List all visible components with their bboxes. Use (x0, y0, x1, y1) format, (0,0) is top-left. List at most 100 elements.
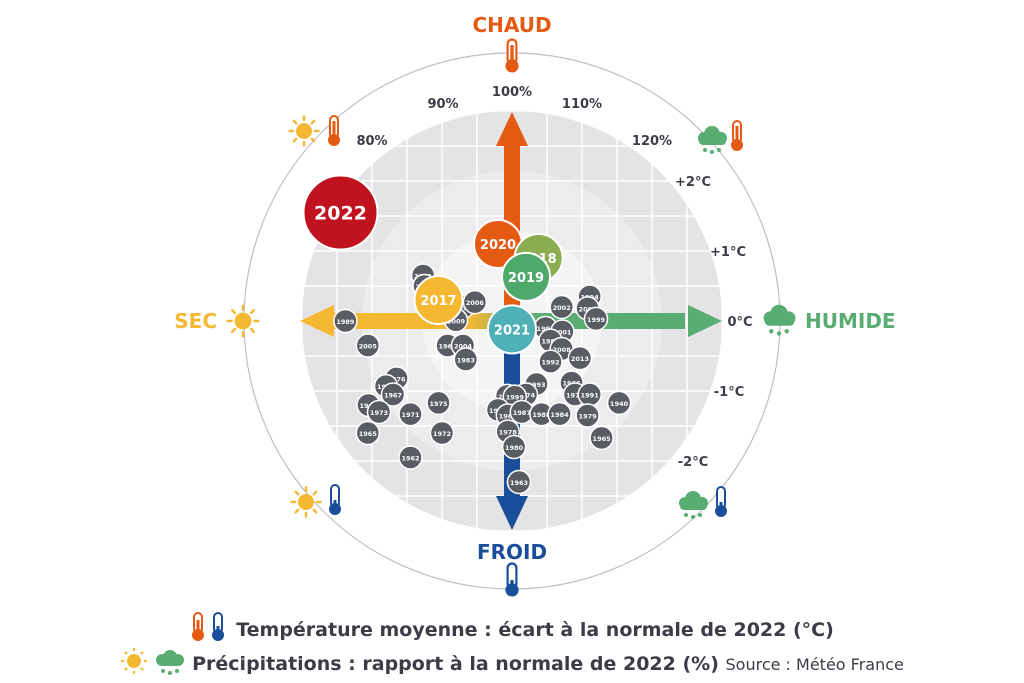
year-point-dot (380, 382, 406, 407)
year-point: 1962 (398, 445, 423, 470)
rain-cloud-icon (698, 126, 727, 154)
highlight-point-label: 2020 (480, 238, 516, 253)
year-point-label: 1995 (537, 325, 556, 333)
year-point-label: 1972 (433, 430, 451, 438)
sun-ray (310, 137, 316, 143)
year-point-label: 1999 (506, 394, 525, 402)
highlight-point-label: 2019 (508, 271, 544, 286)
highlight-point: 2021 (487, 304, 537, 355)
year-point: 1940 (606, 390, 632, 416)
year-point-label: 1983 (457, 357, 475, 365)
year-point-label: 2000 (579, 305, 598, 313)
year-point: 1975 (426, 390, 451, 416)
thermometer-level (735, 126, 739, 144)
thermometer-level (510, 45, 514, 65)
arrow-head-left (300, 305, 334, 337)
year-point: 1992 (538, 349, 563, 374)
year-point-label: 1991 (581, 392, 600, 400)
year-point-dot (501, 434, 527, 460)
year-point-dot (453, 347, 479, 372)
highlight-point: 2017 (413, 275, 464, 325)
rain-drop (691, 515, 695, 519)
year-point: 2005 (355, 333, 381, 358)
y-tick-label: +1°C (710, 245, 746, 260)
x-tick-label: 120% (632, 134, 672, 149)
year-point-label: 1980 (505, 444, 524, 452)
thermometer-icon (715, 486, 727, 517)
y-tick-label: 0°C (727, 315, 752, 330)
thermometer-bulb (505, 583, 519, 597)
year-point: 1972 (429, 420, 455, 446)
legend-precipitation-label: Précipitations : rapport à la normale de… (192, 653, 719, 675)
corner-icons (226, 38, 796, 597)
rain-drop (769, 329, 774, 334)
year-point-label: 1965 (593, 435, 612, 443)
year-point-label: 2008 (553, 346, 572, 354)
year-point-label: 1989 (336, 318, 355, 326)
thermometer-level (332, 121, 336, 139)
y-tick-label: +2°C (675, 175, 711, 190)
highlight-point-dot (302, 174, 379, 251)
year-point: 1963 (506, 469, 532, 495)
year-point-dot (575, 403, 600, 428)
year-point-label: 2006 (466, 299, 485, 307)
cloud-part (764, 316, 795, 326)
year-point-dot (549, 294, 574, 320)
year-point-dot (606, 390, 632, 416)
year-point-label: 1977 (566, 392, 584, 400)
year-point-dot (429, 420, 455, 446)
year-point-label: 1984 (551, 411, 570, 419)
thermometer-bulb (715, 505, 727, 517)
rain-drop (776, 331, 782, 336)
rain-drop (703, 148, 707, 152)
rain-cloud-icon (763, 304, 796, 336)
year-point-label: 2013 (571, 355, 589, 363)
year-point-label: 1999 (587, 316, 606, 324)
label-humide: HUMIDE (805, 309, 896, 333)
year-point: 1999 (583, 306, 609, 332)
legend-precipitation: Précipitations : rapport à la normale de… (0, 646, 1024, 676)
thermometer-icon (192, 612, 225, 641)
sun-disc (234, 312, 252, 330)
year-point: 1979 (575, 403, 600, 428)
year-point-label: 1961 (439, 343, 458, 351)
year-point-label: 1987 (513, 409, 531, 417)
year-point-label: 2005 (359, 343, 378, 351)
year-point-label: 1967 (384, 392, 402, 400)
thermometer-bulb (505, 59, 519, 73)
year-point: 1965 (589, 425, 614, 451)
year-point-dot (355, 420, 381, 446)
year-point-label: 1993 (527, 381, 545, 389)
highlight-point-label: 2017 (420, 294, 456, 309)
sun-icon (290, 486, 322, 518)
year-point: 2013 (567, 345, 593, 371)
cloud-part (680, 502, 707, 510)
arrow-head-right (688, 305, 722, 337)
x-tick-label: 100% (492, 85, 532, 100)
highlight-point-dot (413, 275, 464, 325)
year-point-label: 1975 (429, 400, 448, 408)
year-point-dot (355, 333, 381, 358)
thermometer-level (333, 500, 337, 508)
sun-ray (294, 508, 300, 514)
label-sec: SEC (174, 309, 217, 333)
year-point-label: 1963 (510, 479, 528, 487)
x-tick-label: 110% (562, 97, 602, 112)
year-point-dot (567, 345, 593, 371)
sun-ray (230, 327, 237, 334)
highlight-point: 2019 (501, 251, 551, 302)
sun-ray (312, 490, 318, 496)
year-point: 1983 (453, 347, 479, 372)
thermometer-icon (329, 484, 341, 515)
rain-drop (784, 329, 789, 334)
y-tick-label: -2°C (678, 455, 708, 470)
cloud-part (699, 137, 726, 145)
year-point-dot (398, 401, 423, 427)
year-point: 1980 (501, 434, 527, 460)
sun-icon (226, 304, 260, 338)
climate-scatter-chart: 80%90%100%110%120%+2°C+1°C0°C-1°C-2°C 20… (174, 13, 896, 597)
year-point-label: 1992 (541, 359, 559, 367)
year-point-label: 1973 (370, 409, 388, 417)
source-label: Source : Météo France (725, 655, 904, 674)
